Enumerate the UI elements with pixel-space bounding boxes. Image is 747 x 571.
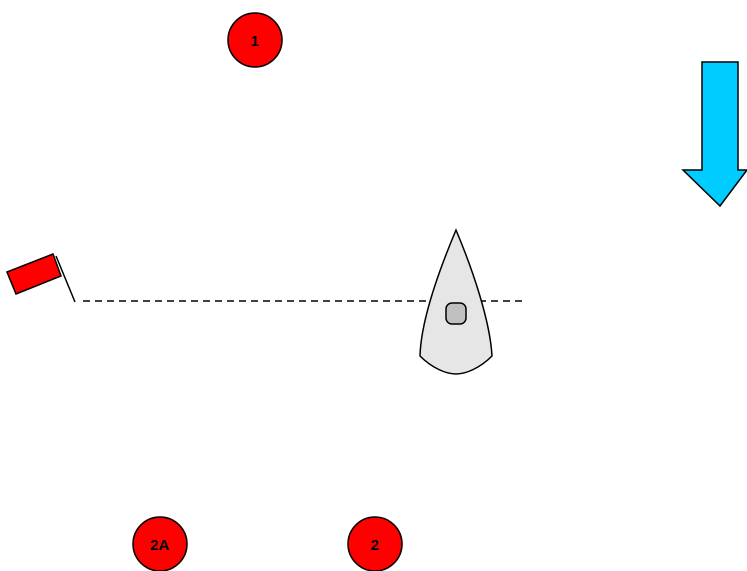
wind-direction-arrow-icon: [681, 61, 747, 208]
mark-2a-label: 2A: [150, 537, 169, 554]
mark-1-label: 1: [251, 33, 259, 50]
mark-1: 1: [227, 12, 283, 68]
mark-2a: 2A: [132, 516, 188, 571]
flag-pole: [55, 255, 76, 303]
sailboat-icon: [419, 228, 493, 375]
mark-2-buoy: [347, 516, 403, 571]
sailboat-cockpit: [445, 302, 467, 325]
mark-2-label: 2: [371, 537, 379, 554]
mark-1-buoy: [227, 12, 283, 68]
mark-2: 2: [347, 516, 403, 571]
sailboat-hull: [419, 228, 493, 375]
committee-flag-icon: [6, 253, 76, 303]
flag-cloth: [6, 253, 62, 295]
mark-2a-buoy: [132, 516, 188, 571]
